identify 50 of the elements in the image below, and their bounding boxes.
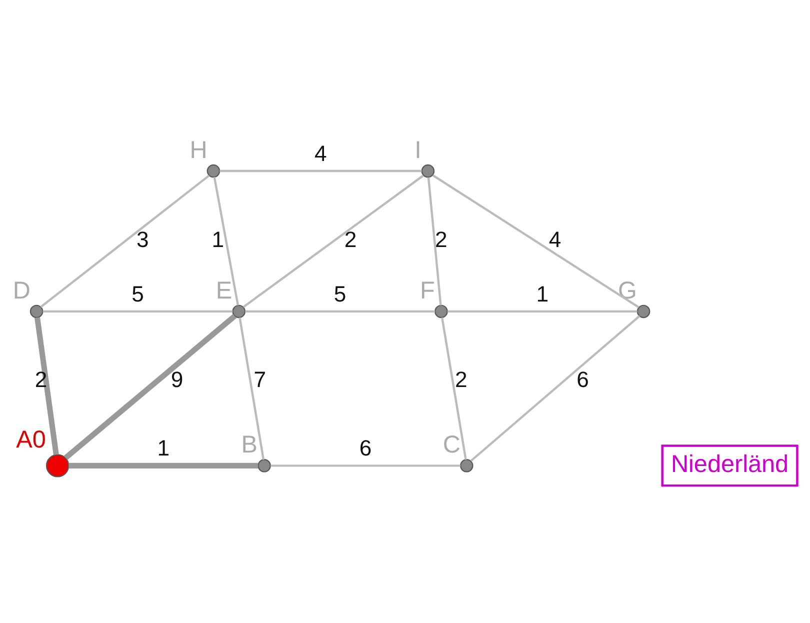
- connector: [42, 310, 233, 312]
- edge-label: 4: [548, 226, 562, 252]
- edge-label: 2: [454, 366, 468, 392]
- node-label: D: [12, 276, 30, 304]
- edge-label: 1: [212, 226, 224, 252]
- connector: [440, 316, 467, 460]
- connector: [220, 169, 422, 172]
- edge-label: 1: [536, 280, 549, 306]
- node-circle: [46, 454, 70, 477]
- node-circle: [258, 458, 271, 472]
- connector: [238, 316, 265, 460]
- edge-label: 1: [157, 435, 170, 460]
- node-label: F: [420, 276, 435, 304]
- connector: [432, 174, 640, 308]
- connector: [470, 314, 640, 462]
- edge-label: 2: [34, 366, 48, 392]
- node-circle: [206, 164, 220, 178]
- connector: [270, 464, 460, 466]
- node-label: A0: [16, 426, 46, 454]
- node-circle: [460, 458, 474, 472]
- connector: [40, 174, 210, 308]
- label: Niederländ: [670, 450, 789, 478]
- node-label: C: [442, 431, 460, 458]
- node-circle: [636, 304, 650, 318]
- connector: [245, 310, 435, 312]
- connector: [64, 313, 237, 460]
- node-label: B: [241, 431, 258, 458]
- node-label: E: [216, 276, 232, 304]
- connector: [213, 176, 240, 306]
- node-circle: [232, 304, 246, 318]
- connector: [34, 316, 59, 454]
- edge-label: 2: [435, 226, 448, 252]
- edge-label: 5: [132, 280, 144, 306]
- connector: [68, 462, 258, 468]
- edge-label: 5: [334, 280, 346, 306]
- connector: [427, 176, 442, 305]
- edge-label: 3: [136, 226, 149, 252]
- edge-label: 4: [314, 140, 327, 166]
- edge-label: 9: [170, 366, 184, 392]
- edge-label: 6: [359, 435, 372, 460]
- edge-label: 6: [576, 366, 589, 392]
- edge-label: 7: [254, 366, 266, 392]
- connector: [242, 174, 424, 308]
- node-circle: [30, 304, 44, 318]
- node-circle: [434, 304, 448, 318]
- edge-label: 2: [344, 226, 357, 252]
- node-circle: [421, 164, 435, 178]
- node-label: I: [414, 136, 422, 164]
- node-label: H: [190, 136, 208, 164]
- connector: [448, 310, 638, 312]
